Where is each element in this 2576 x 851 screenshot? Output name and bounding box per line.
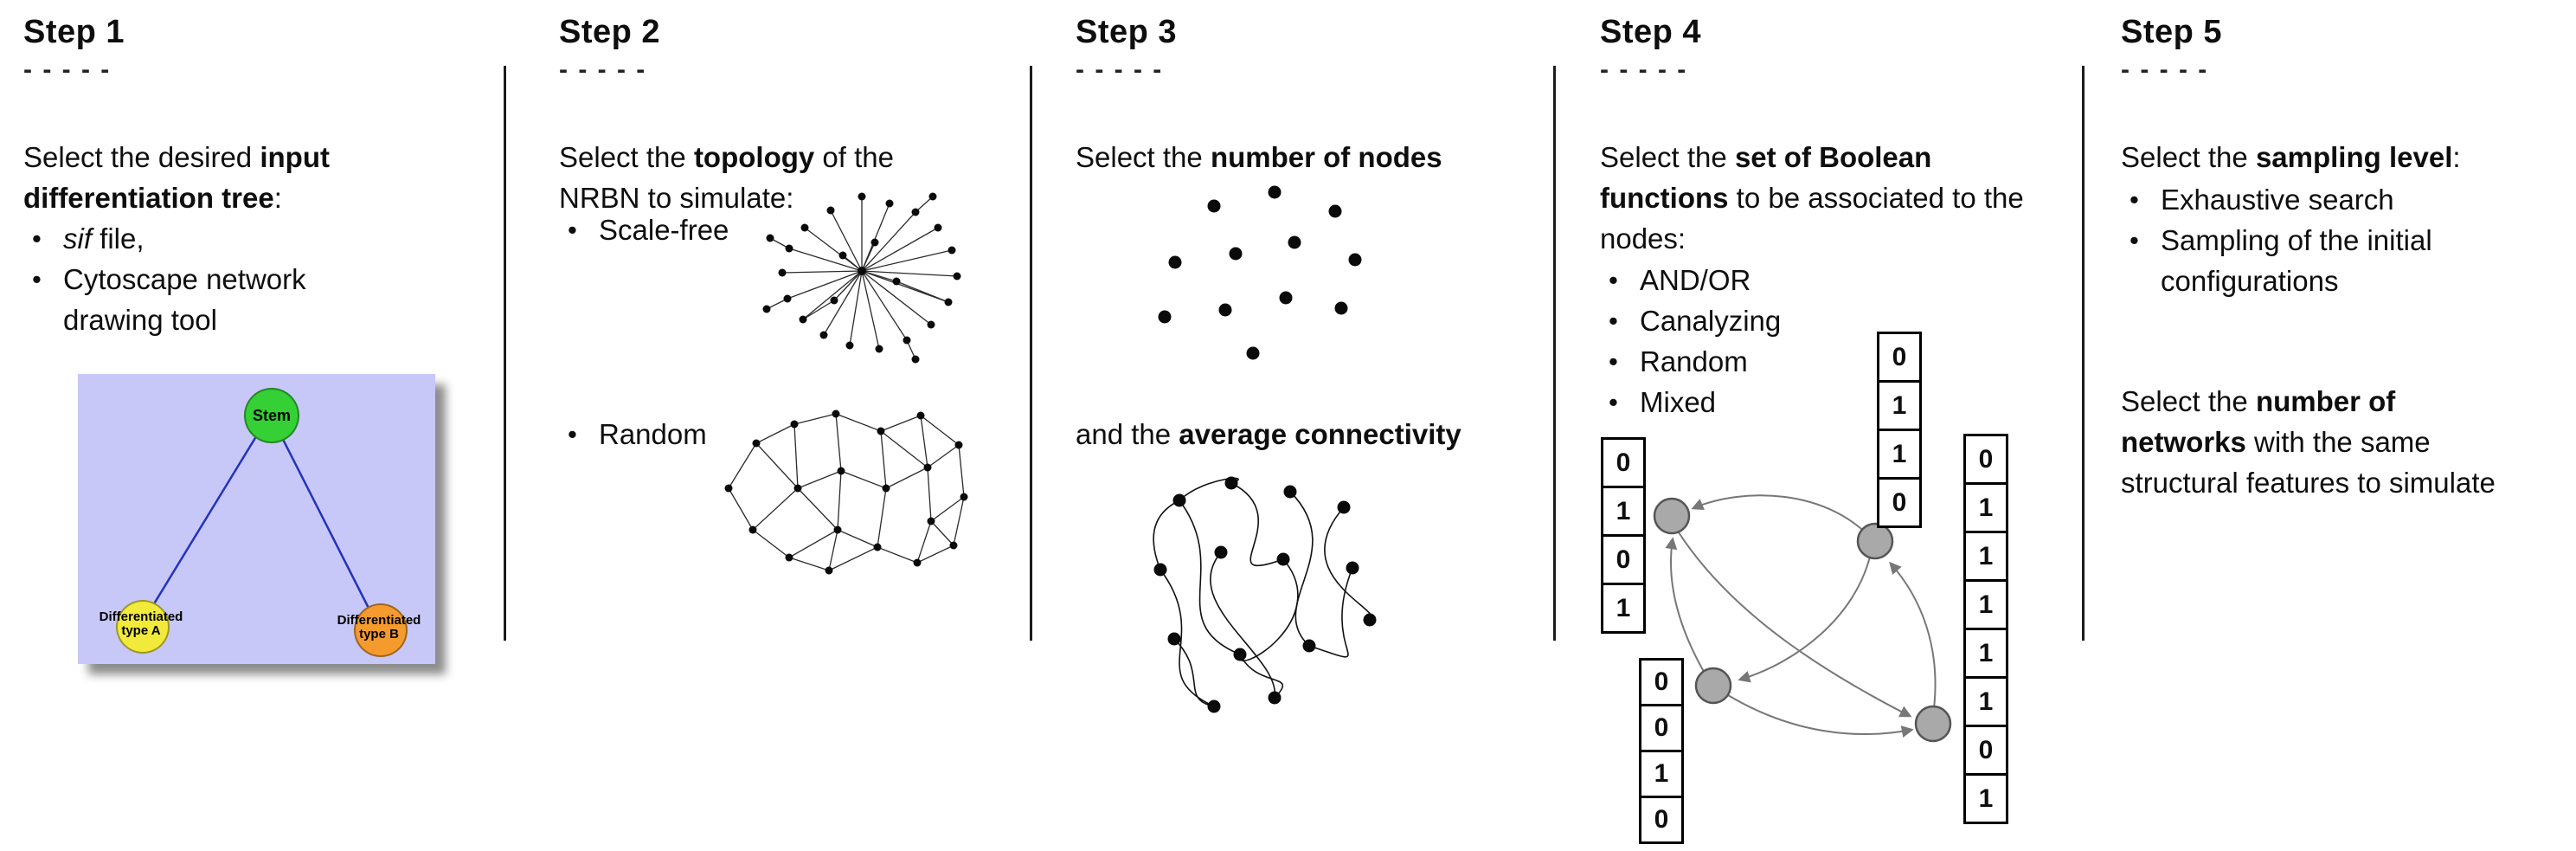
truth-table-cell: 1 [1966,630,2006,679]
boolean-node [1653,497,1691,535]
intro-paragraph: Select the topology of the NRBN to simul… [559,141,894,214]
differentiated-type-a-node [116,600,170,654]
scale-free-network-graphic [762,192,961,364]
truth-table-cell: 0 [1966,436,2006,485]
truth-table-cell: 1 [1966,533,2006,582]
differentiated-type-b-label: Differentiated type B [337,613,421,641]
step-title: Step 4 [1600,14,1702,50]
column-divider [1553,66,1556,641]
truth-table-cell: 1 [1641,752,1681,798]
tree-edges [139,413,381,629]
truth-table-cell: 0 [1879,480,1919,525]
stem-node-label: Stem [252,407,291,424]
random-network-graphic [724,409,968,575]
column-divider [1030,66,1032,641]
boolean-function-list: AND/OR Canalyzing Random Mixed [1600,260,1963,422]
differentiation-tree-figure: Stem Differentiated type A Differentiate… [78,374,435,664]
step-dashes: - - - - - [559,55,647,84]
truth-table-right: 0 1 1 1 1 1 0 1 [1963,434,2008,824]
differentiated-type-b-node [354,603,408,657]
bullet-item-scale-free: Scale-free [559,210,729,250]
input-format-list: sif file, Cytoscape network drawing tool [23,218,352,340]
truth-table-left: 0 1 0 1 [1601,437,1646,634]
intro-paragraph: Select the set of Boolean functions to b… [1600,141,2024,255]
paragraph-line: structural features to simulate [2121,467,2496,499]
truth-table-cell: 0 [1641,706,1681,752]
bullet-item: Cytoscape network drawing tool [23,259,350,340]
differentiated-type-a-label: Differentiated type A [99,609,183,638]
bullet-item-random: Random [559,414,707,455]
bullet-item: Exhaustive search [2121,179,2528,220]
boolean-network-edges [1653,494,1952,743]
step-2-column: Step 2 - - - - - Select the topology of … [559,0,1018,851]
truth-table-cell: 0 [1879,334,1919,383]
step-4-column: Step 4 - - - - - Select the set of Boole… [1600,0,2067,851]
step-dashes: - - - - - [1076,55,1164,84]
step-dashes: - - - - - [23,55,112,84]
step-5-column: Step 5 - - - - - Select the sampling lev… [2121,0,2571,851]
truth-table-cell: 1 [1603,488,1643,537]
truth-table-cell: 1 [1879,431,1919,480]
boolean-node [1914,705,1952,743]
intro-paragraph: Select the number of nodes [1076,141,1442,173]
truth-table-top: 0 1 1 0 [1877,332,1922,528]
sampling-level-list: Exhaustive search Sampling of the initia… [2121,179,2528,301]
step-dashes: - - - - - [2121,55,2209,84]
truth-table-cell: 0 [1603,440,1643,488]
truth-table-cell: 1 [1966,679,2006,727]
truth-table-cell: 1 [1603,585,1643,631]
truth-table-cell: 0 [1641,661,1681,706]
bullet-item: Random [1600,341,1963,382]
networks-count-paragraph: Select the number of networks with the s… [2121,381,2571,503]
truth-table-cell: 1 [1966,485,2006,533]
bullet-item: AND/OR [1600,260,1963,300]
truth-table-cell: 1 [1879,383,1919,431]
step-3-column: Step 3 - - - - - Select the number of no… [1076,0,1543,851]
truth-table-cell: 0 [1603,537,1643,585]
step-title: Step 1 [23,14,125,50]
bullet-item: Sampling of the initial configurations [2121,220,2524,301]
bullet-item: Mixed [1600,382,1963,422]
bullet-item: sif file, [23,218,352,259]
bullet-item: Canalyzing [1600,300,1963,341]
step-dashes: - - - - - [1600,55,1688,84]
step-1-column: Step 1 - - - - - Select the desired inpu… [23,0,491,851]
boolean-node [1856,522,1894,560]
column-divider [2082,66,2085,641]
intro-paragraph: Select the sampling level: [2121,141,2461,173]
boolean-node [1694,667,1732,705]
truth-table-bottom-left: 0 0 1 0 [1639,658,1684,844]
connectivity-network-graphic [1153,476,1377,713]
boolean-network-diagram: 0 1 0 1 0 1 1 0 0 0 1 0 0 1 1 1 1 1 0 1 [1596,325,2012,849]
truth-table-cell: 0 [1641,798,1681,841]
stem-node: Stem [244,388,299,443]
column-divider [504,66,506,641]
step-title: Step 5 [2121,14,2223,50]
truth-table-cell: 0 [1966,727,2006,776]
paragraph-line: networks with the same [2121,426,2431,458]
nodes-scatter-graphic [1158,185,1362,360]
step-title: Step 3 [1076,14,1178,50]
paragraph-line: Select the number of [2121,385,2396,417]
step-title: Step 2 [559,14,661,50]
truth-table-cell: 1 [1966,582,2006,630]
connectivity-paragraph: and the average connectivity [1076,418,1461,450]
intro-paragraph: Select the desired input differentiation… [23,141,330,214]
truth-table-cell: 1 [1966,776,2006,822]
